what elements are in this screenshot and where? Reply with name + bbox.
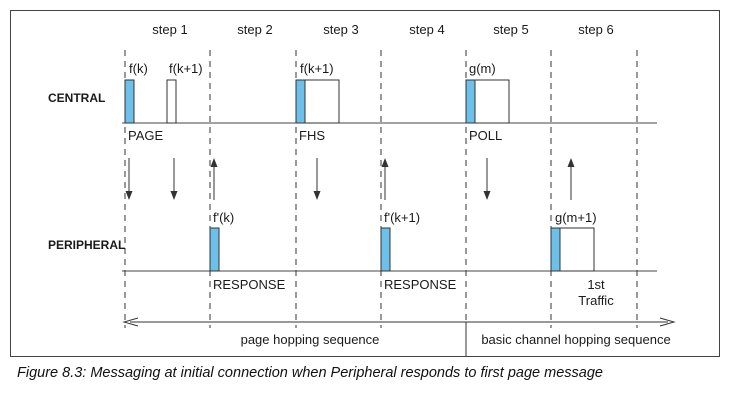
peripheral-packet-response1 xyxy=(209,227,220,272)
step-label: step 2 xyxy=(237,22,272,37)
peripheral-packet-label: g(m+1) xyxy=(555,210,597,225)
peripheral-packet-label: f'(k) xyxy=(213,210,234,225)
step-label: step 6 xyxy=(578,22,613,37)
central-packet-label: g(m) xyxy=(469,61,496,76)
peripheral-packet-traffic-payload xyxy=(559,227,595,272)
sequence-arrow-left-head xyxy=(122,317,139,327)
central-packet-label: f(k) xyxy=(129,61,148,76)
central-packet-label: f(k+1) xyxy=(169,61,203,76)
central-packet-fhs-payload xyxy=(304,79,340,124)
peripheral-packet-response2 xyxy=(380,227,391,272)
central-message-label: PAGE xyxy=(128,128,163,143)
peripheral-label: PERIPHERAL xyxy=(48,238,125,252)
slot-dividers xyxy=(124,50,638,328)
central-packet-label: f(k+1) xyxy=(300,61,334,76)
traffic-label: Traffic xyxy=(578,293,614,308)
step-label: step 5 xyxy=(493,22,528,37)
step-label: step 1 xyxy=(152,22,187,37)
central-message-label: FHS xyxy=(299,128,325,143)
central-packet-f-k1 xyxy=(166,79,177,124)
peripheral-message-label: RESPONSE xyxy=(213,277,286,292)
basic-hopping-label: basic channel hopping sequence xyxy=(481,332,670,347)
peripheral-packet-traffic-header xyxy=(550,227,561,272)
page-hopping-label: page hopping sequence xyxy=(241,332,380,347)
peripheral-message-label: RESPONSE xyxy=(384,277,457,292)
message-arrows xyxy=(125,158,575,200)
central-packet-poll-header xyxy=(465,79,476,124)
central-packet-fhs-header xyxy=(295,79,306,124)
step-label: step 3 xyxy=(323,22,358,37)
central-packet-poll-payload xyxy=(474,79,510,124)
central-message-label: POLL xyxy=(469,128,502,143)
diagram-frame xyxy=(10,10,720,357)
step-label: step 4 xyxy=(409,22,444,37)
peripheral-packet-label: f'(k+1) xyxy=(384,210,420,225)
figure-caption: Figure 8.3: Messaging at initial connect… xyxy=(17,365,603,381)
central-label: CENTRAL xyxy=(48,91,105,105)
sequence-arrow-right-head xyxy=(659,317,676,327)
central-packet-f-k xyxy=(124,79,135,124)
traffic-label: 1st xyxy=(587,277,605,292)
